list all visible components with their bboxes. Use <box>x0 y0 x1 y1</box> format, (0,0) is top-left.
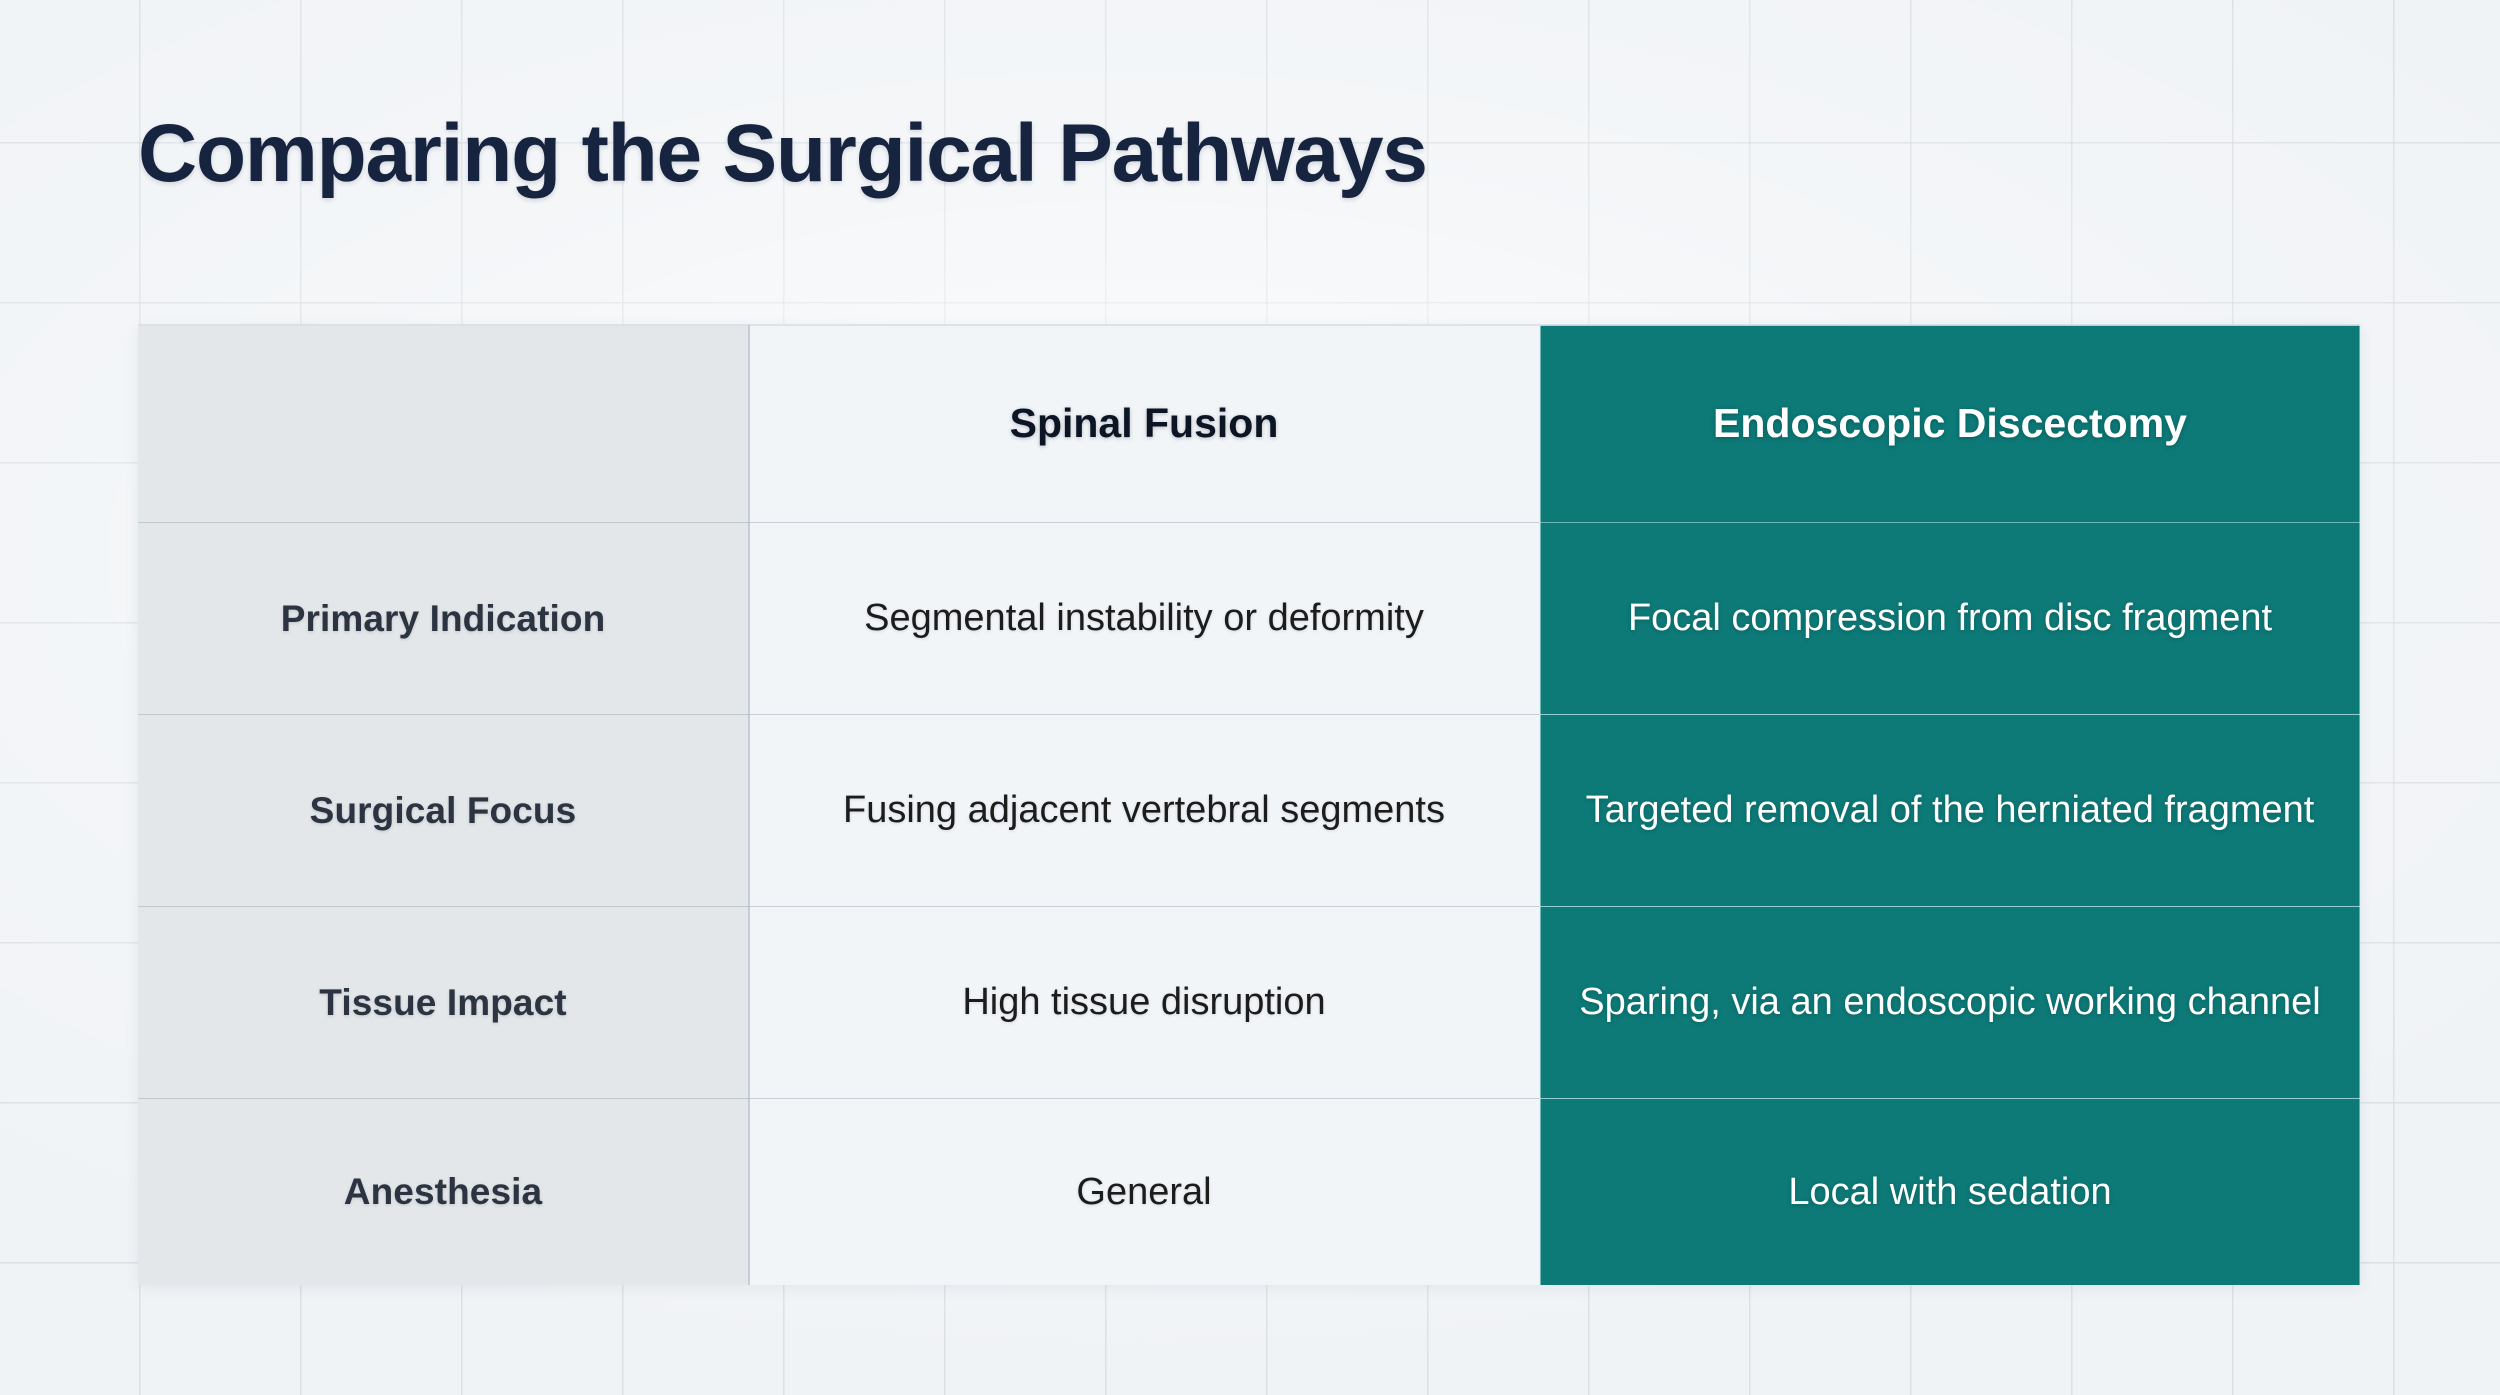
table-row-label-surgical-focus: Surgical Focus <box>138 715 748 907</box>
table-header-endoscopic-discectomy: Endoscopic Discectomy <box>1540 325 2360 523</box>
table-cell-spinal-fusion-surgical-focus: Fusing adjacent vertebral segments <box>748 715 1540 907</box>
table-cell-endoscopic-tissue-impact: Sparing, via an endoscopic working chann… <box>1540 907 2360 1099</box>
comparison-table: Spinal Fusion Endoscopic Discectomy Prim… <box>138 325 2360 1285</box>
table-cell-spinal-fusion-tissue-impact: High tissue disruption <box>748 907 1540 1099</box>
table-row-label-anesthesia: Anesthesia <box>138 1099 748 1285</box>
table-row-label-primary-indication: Primary Indication <box>138 523 748 715</box>
table-row-label-tissue-impact: Tissue Impact <box>138 907 748 1099</box>
table-cell-endoscopic-surgical-focus: Targeted removal of the herniated fragme… <box>1540 715 2360 907</box>
table-cell-endoscopic-anesthesia: Local with sedation <box>1540 1099 2360 1285</box>
table-header-corner <box>138 325 748 523</box>
table-header-spinal-fusion: Spinal Fusion <box>748 325 1540 523</box>
page-title: Comparing the Surgical Pathways <box>138 108 1428 199</box>
table-cell-spinal-fusion-primary-indication: Segmental instability or deformity <box>748 523 1540 715</box>
table-cell-spinal-fusion-anesthesia: General <box>748 1099 1540 1285</box>
table-cell-endoscopic-primary-indication: Focal compression from disc fragment <box>1540 523 2360 715</box>
